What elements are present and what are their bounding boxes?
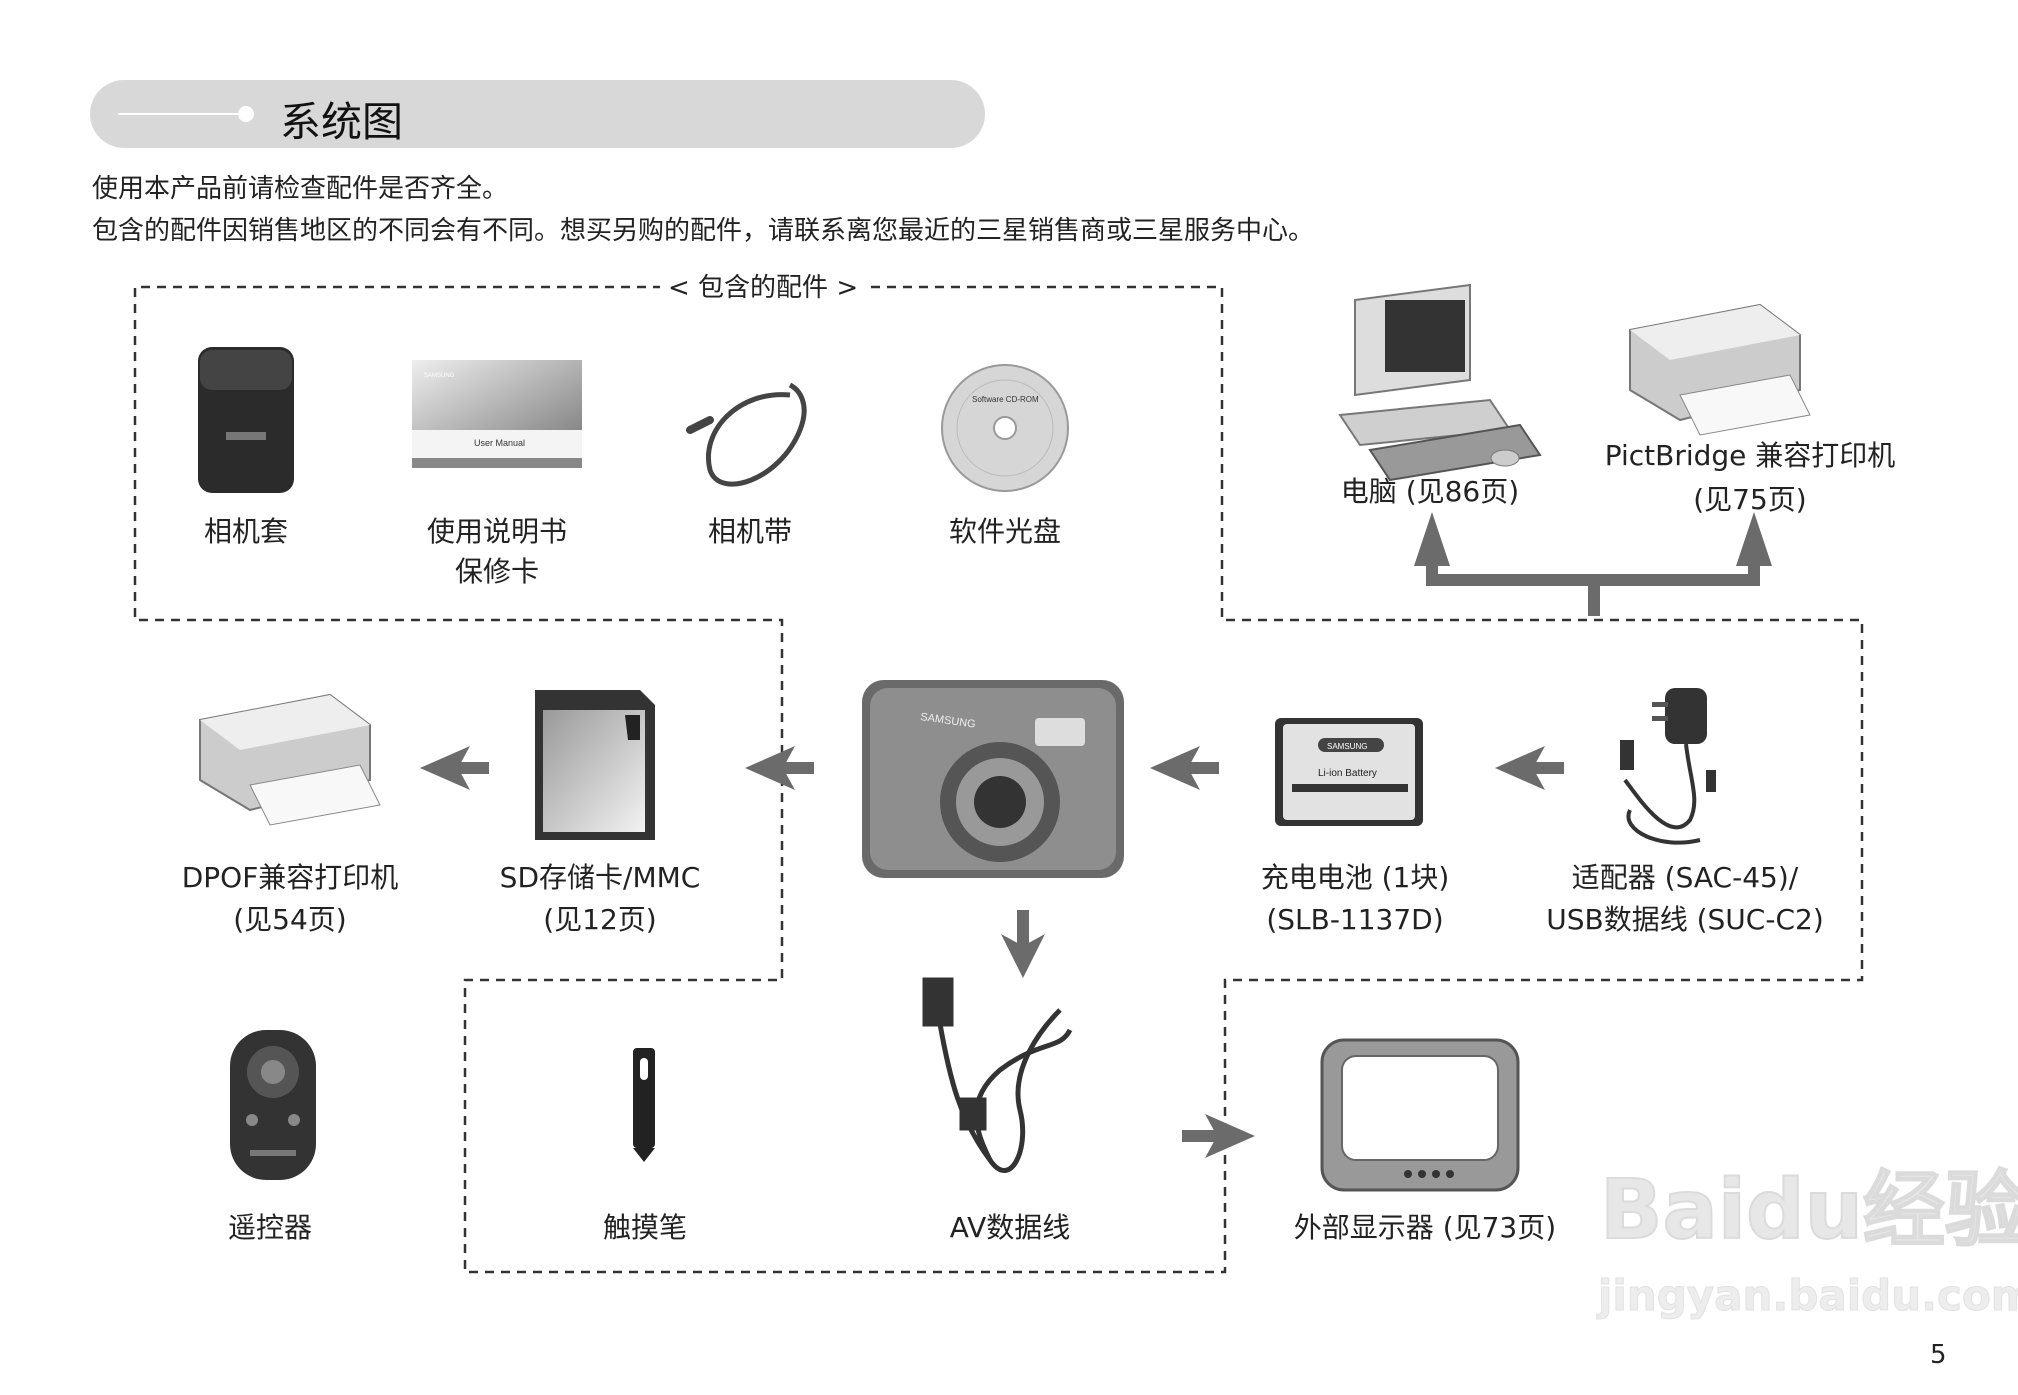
arrow-from-battery xyxy=(1150,746,1219,790)
included-box-label: < 包含的配件 > xyxy=(660,268,867,308)
manual-image-text: User Manual xyxy=(474,438,525,448)
cd-image-text: Software CD-ROM xyxy=(972,395,1039,404)
av-cable-image xyxy=(922,977,1073,1173)
computer-image xyxy=(1338,283,1542,482)
battery-image: SAMSUNG Li-ion Battery xyxy=(1275,718,1423,826)
user-manual-image: User Manual SAMSUNG xyxy=(412,360,582,468)
arrow-to-tv xyxy=(1182,1114,1255,1158)
arrow-to-av xyxy=(1001,910,1045,978)
watermark: Baidu经验 jingyan.baidu.com xyxy=(1596,1162,2018,1321)
adapter-label-2: USB数据线 (SUC-C2) xyxy=(1546,903,1824,936)
battery-label-2: (SLB-1137D) xyxy=(1266,903,1444,936)
cd-label: 软件光盘 xyxy=(948,515,1061,548)
cd-image: Software CD-ROM xyxy=(941,364,1069,492)
battery-image-brand: SAMSUNG xyxy=(1327,742,1367,751)
stylus-label: 触摸笔 xyxy=(602,1211,687,1244)
dpof-printer-image xyxy=(199,693,381,826)
manual-label-2: 保修卡 xyxy=(454,555,539,588)
arrow-to-dpof xyxy=(420,746,489,790)
battery-image-text: Li-ion Battery xyxy=(1318,768,1377,779)
camera-image: SAMSUNG xyxy=(862,680,1124,878)
tv-image xyxy=(1320,1038,1520,1192)
watermark-text-2: jingyan.baidu.com xyxy=(1596,1271,2018,1320)
pictbridge-label-2: (见75页) xyxy=(1693,483,1807,516)
sd-card-image xyxy=(535,690,655,840)
remote-label: 遥控器 xyxy=(227,1211,312,1244)
case-label: 相机套 xyxy=(203,515,288,548)
tv-label: 外部显示器 (见73页) xyxy=(1293,1211,1557,1244)
page-title: 系统图 xyxy=(280,98,403,146)
remote-image xyxy=(230,1030,316,1180)
arrows xyxy=(420,512,1772,1158)
title-decor-line xyxy=(118,113,238,115)
battery-label-1: 充电电池 (1块) xyxy=(1260,861,1450,894)
arrow-to-sd xyxy=(745,746,814,790)
pictbridge-label-1: PictBridge 兼容打印机 xyxy=(1604,439,1896,472)
sd-label-2: (见12页) xyxy=(543,903,657,936)
arrow-from-adapter xyxy=(1495,746,1564,790)
pictbridge-printer-image xyxy=(1629,303,1811,436)
included-box-outline xyxy=(133,285,1864,1274)
intro-line-2: 包含的配件因销售地区的不同会有不同。想买另购的配件，请联系离您最近的三星销售商或… xyxy=(92,216,1315,246)
dpof-label-1: DPOF兼容打印机 xyxy=(181,861,399,894)
strap-image xyxy=(686,382,807,487)
intro-line-1: 使用本产品前请检查配件是否齐全。 xyxy=(92,174,509,204)
sd-label-1: SD存储卡/MMC xyxy=(499,861,701,894)
title-bar: 系统图 xyxy=(90,80,985,148)
dpof-label-2: (见54页) xyxy=(233,903,347,936)
camera-case-image xyxy=(198,347,294,493)
page-number: 5 xyxy=(1930,1340,1947,1370)
manual-image-brand: SAMSUNG xyxy=(424,373,455,379)
strap-label: 相机带 xyxy=(707,515,792,548)
computer-label: 电脑 (见86页) xyxy=(1340,475,1520,508)
up-split-arrow xyxy=(1414,512,1772,616)
title-decor-dot xyxy=(238,106,254,122)
stylus-image xyxy=(633,1048,655,1162)
adapter-label-1: 适配器 (SAC-45)/ xyxy=(1571,861,1799,894)
dashed-outlines xyxy=(133,285,1864,1274)
watermark-text-1: Baidu经验 xyxy=(1600,1163,2018,1258)
manual-label-1: 使用说明书 xyxy=(426,515,567,548)
av-label: AV数据线 xyxy=(949,1211,1071,1244)
adapter-image xyxy=(1620,688,1716,845)
